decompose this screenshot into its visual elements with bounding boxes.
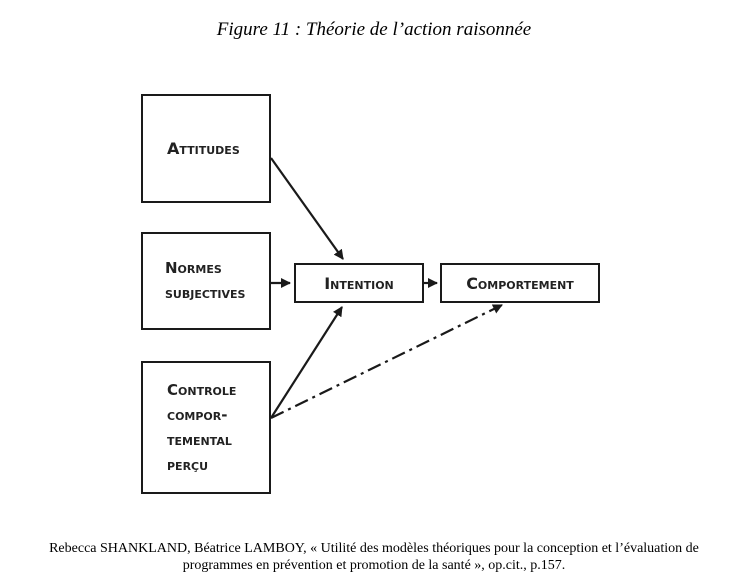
normes-label-line-1: Normes <box>165 259 222 277</box>
caption-line-2: programmes en prévention et promotion de… <box>182 558 566 573</box>
attitudes-box: Attitudes <box>141 94 271 203</box>
controle-label-line-1: Controle <box>167 380 237 399</box>
arrow-attitudes-intention <box>270 157 344 260</box>
figure-title: Figure 11 : Théorie de l’action raisonné… <box>216 19 532 40</box>
controle-comportemental-box: Controle compor- temental perçu <box>141 361 271 494</box>
intention-box: Intention <box>294 263 424 303</box>
arrow-controle-comportement <box>270 304 503 419</box>
intention-label: Intention <box>324 273 394 293</box>
normes-label-line-2: subjectives <box>165 284 246 302</box>
normes-subjectives-box: Normes subjectives <box>141 232 271 330</box>
caption-line-1: Rebecca SHANKLAND, Béatrice LAMBOY, « Ut… <box>49 541 699 556</box>
attitudes-label: Attitudes <box>167 139 240 158</box>
controle-label-line-3: temental <box>167 430 232 449</box>
controle-label-line-4: perçu <box>167 455 209 474</box>
comportement-label: Comportement <box>466 273 574 293</box>
comportement-box: Comportement <box>440 263 600 303</box>
arrow-controle-intention <box>270 306 343 419</box>
source-caption: Rebecca SHANKLAND, Béatrice LAMBOY, « Ut… <box>0 540 748 574</box>
controle-label-line-2: compor- <box>167 405 228 424</box>
